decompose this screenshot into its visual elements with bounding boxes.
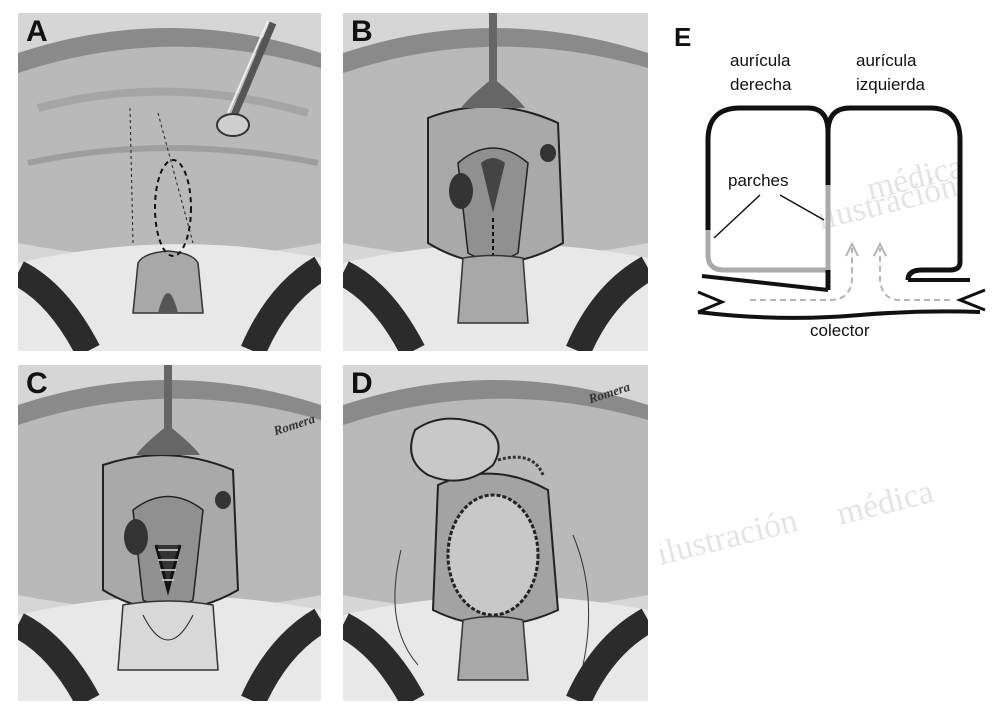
- patches-label: parches: [728, 171, 788, 190]
- watermark-bottom-word1: ilustración: [660, 502, 801, 573]
- flow-arrowhead-left: [845, 241, 859, 257]
- patches-pointer-left: [713, 194, 761, 239]
- collector-upper-left: [701, 274, 829, 292]
- schematic-letter: E: [674, 22, 691, 52]
- panel-c-letter: C: [26, 367, 48, 400]
- panel-d-letter: D: [351, 367, 373, 400]
- panel-b-illustration: [343, 13, 648, 351]
- left-atrium-label-line2: izquierda: [856, 75, 926, 94]
- left-atrium-outline: [825, 105, 963, 281]
- panel-d-illustration: [343, 365, 648, 701]
- panel-a-illustration: [18, 13, 321, 351]
- panel-b: B: [343, 13, 648, 351]
- panel-c-illustration: [18, 365, 321, 701]
- panel-d: D Romera: [343, 365, 648, 701]
- schematic-diagram: E aurícula derecha aurícula izquierda pa…: [674, 22, 986, 340]
- watermark-bottom-word2: médica: [833, 473, 937, 533]
- flow-arrowhead-right: [873, 241, 887, 257]
- flow-arrow-left: [750, 248, 853, 301]
- right-atrium-label-line1: aurícula: [730, 51, 791, 70]
- collector-right-end: [955, 288, 986, 312]
- collector-label: colector: [810, 321, 870, 340]
- left-atrium-label-line1: aurícula: [856, 51, 917, 70]
- right-atrium-label-line2: derecha: [730, 75, 792, 94]
- panel-b-letter: B: [351, 15, 373, 48]
- panel-c: C Romera: [18, 365, 321, 701]
- collector-left-end: [697, 290, 726, 314]
- patch-outline: [705, 185, 831, 273]
- patches-pointer-right: [779, 194, 825, 221]
- collector-lower-wall: [697, 309, 981, 320]
- panel-a: A: [18, 13, 321, 351]
- flow-arrow-right: [879, 248, 950, 301]
- panel-a-letter: A: [26, 15, 48, 48]
- watermark-bottom: ilustración médica: [653, 470, 980, 595]
